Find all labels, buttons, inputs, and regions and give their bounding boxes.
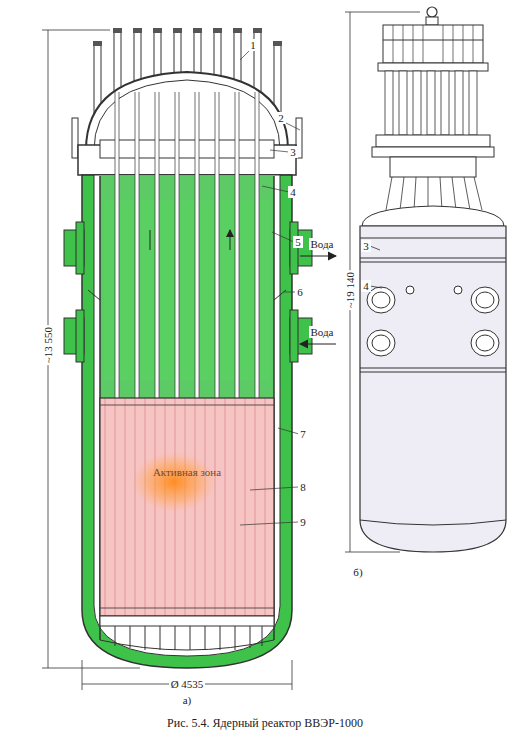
dimension-label: ~13 550 (42, 325, 54, 365)
figure-caption: Рис. 5.4. Ядерный реактор ВВЭР-1000 (167, 716, 363, 731)
callout-number: 4 (288, 186, 298, 198)
callout-number: 7 (298, 428, 308, 440)
callout-number: 3 (361, 240, 371, 252)
leader-lines (240, 50, 300, 525)
callout-number: 3 (288, 146, 298, 158)
vessel-section (64, 28, 312, 668)
callout-number: 9 (298, 516, 308, 528)
vessel-exterior (360, 7, 506, 552)
callout-number: 8 (298, 481, 308, 493)
core-region: Активная зона (100, 398, 274, 616)
callout-number: 6 (295, 286, 305, 298)
core-label: Активная зона (153, 466, 221, 479)
callout-number: 1 (248, 39, 258, 51)
callout-number: 2 (276, 112, 286, 124)
dimension-label: Ø 4535 (169, 678, 206, 690)
water-arrows (300, 256, 336, 344)
dimension-label: ~19 140 (344, 270, 356, 310)
callout-number: 5 (293, 236, 303, 248)
dimension-lines-b (345, 12, 420, 552)
figure-label: б) (351, 566, 364, 578)
dimension-lines (42, 30, 292, 690)
callout-number: 4 (361, 280, 371, 292)
flow-label: Вода (309, 326, 336, 338)
figure-label: а) (181, 694, 194, 706)
flow-label: Вода (309, 238, 336, 250)
